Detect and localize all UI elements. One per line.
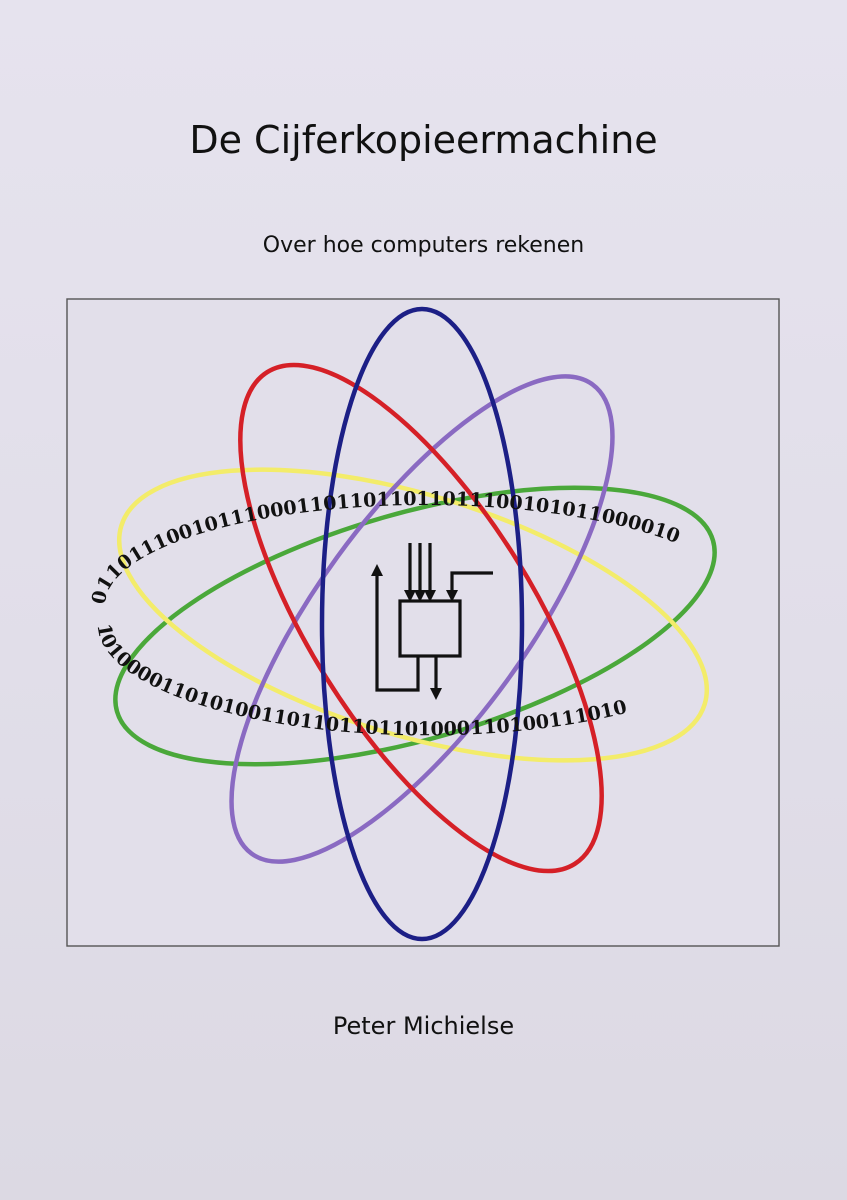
orbit-purple (229, 374, 615, 864)
orbit-yellow (116, 467, 710, 763)
processor-block-icon (375, 543, 493, 692)
orbit-red (238, 362, 604, 874)
orbit-green (113, 485, 717, 767)
illustration-frame (66, 298, 780, 947)
book-author: Peter Michielse (332, 1012, 515, 1040)
book-title: De Cijferkopieermachine (189, 118, 658, 162)
orbit-navy (319, 306, 525, 942)
book-subtitle: Over hoe computers rekenen (262, 233, 585, 258)
processor-arrowheads (371, 564, 458, 700)
